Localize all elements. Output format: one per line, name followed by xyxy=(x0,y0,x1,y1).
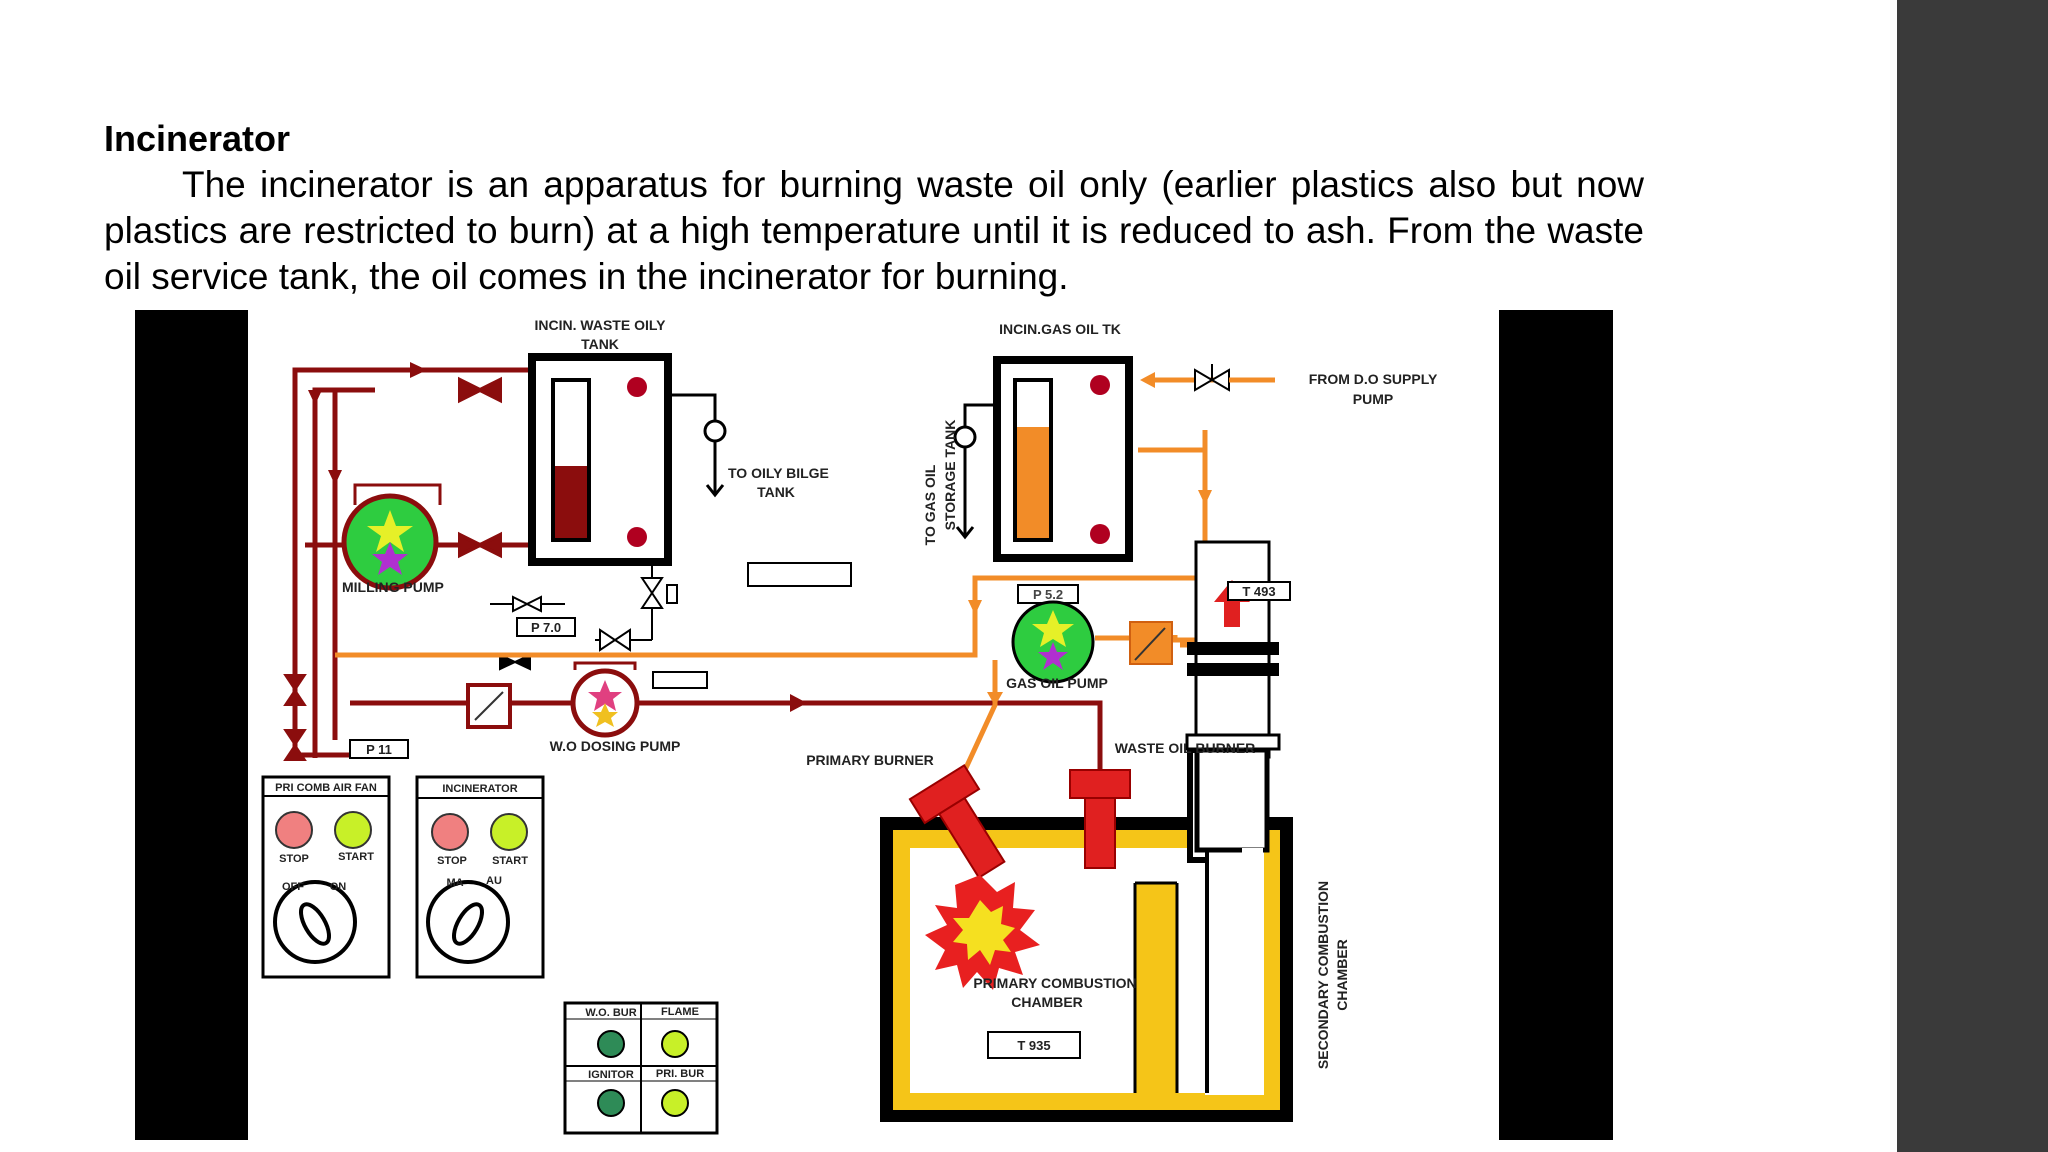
ignitor-indicator xyxy=(597,1089,625,1117)
figure-left-black-bar xyxy=(135,310,248,1140)
waste-tank-drain-valves xyxy=(490,562,678,671)
slide: Incinerator The incinerator is an appara… xyxy=(104,118,1644,1140)
incinerator-panel-title: INCINERATOR xyxy=(442,783,517,795)
p70-readout: P 7.0 xyxy=(531,620,561,635)
incinerator-ma-label: MA xyxy=(446,877,463,889)
wo-bur-indicator xyxy=(597,1030,625,1058)
waste-oil-level-fill xyxy=(555,466,587,538)
blank-readout-2 xyxy=(652,671,708,689)
milling-pump xyxy=(341,483,442,591)
flame-label: FLAME xyxy=(661,1006,699,1018)
secondary-chamber-label-2: CHAMBER xyxy=(1334,939,1350,1011)
to-bilge-label-2: TANK xyxy=(757,484,795,500)
p11-readout-box xyxy=(349,739,409,759)
slide-title: Incinerator xyxy=(104,118,291,159)
wo-dosing-pump-label: W.O DOSING PUMP xyxy=(550,738,681,754)
fan-start-button[interactable] xyxy=(334,811,372,849)
blank-readout-1 xyxy=(747,562,852,587)
t493-readout: T 493 xyxy=(1242,584,1275,599)
secondary-chamber-label: SECONDARY COMBUSTION xyxy=(1315,881,1331,1069)
fan-stop-button[interactable] xyxy=(275,811,313,849)
waste-tank-label: INCIN. WASTE OILY xyxy=(535,317,667,333)
incinerator-stop-label: STOP xyxy=(437,855,467,867)
fan-start-label: START xyxy=(338,851,374,863)
p11-readout: P 11 xyxy=(366,742,392,757)
t935-readout: T 935 xyxy=(1017,1038,1050,1053)
from-do-label: FROM D.O SUPPLY xyxy=(1309,371,1438,387)
gas-oil-pump xyxy=(1011,600,1095,684)
incinerator-start-button[interactable] xyxy=(490,813,528,851)
pri-bur-indicator xyxy=(661,1089,689,1117)
primary-burner-label: PRIMARY BURNER xyxy=(806,752,934,768)
p70-readout-box xyxy=(516,617,576,637)
incinerator-control-panel xyxy=(415,775,545,979)
indicator-panel xyxy=(563,1001,719,1135)
waste-tank-label-2: TANK xyxy=(581,336,619,352)
to-bilge-label: TO OILY BILGE xyxy=(728,465,829,481)
fan-off-label: OFF xyxy=(282,881,304,893)
incinerator-start-label: START xyxy=(492,855,528,867)
to-storage-label: TO GAS OIL xyxy=(922,464,938,545)
waste-oil-burner-label: WASTE OIL BURNER xyxy=(1115,740,1256,756)
gas-oil-pump-label: GAS OIL PUMP xyxy=(1006,675,1108,691)
primary-chamber-label-2: CHAMBER xyxy=(1011,994,1083,1010)
to-storage-label-2: STORAGE TANK xyxy=(942,420,958,531)
waste-valves xyxy=(283,376,502,761)
waste-oil-burner xyxy=(1069,769,1131,869)
wo-dosing-pump xyxy=(570,661,640,738)
gas-oil-level-fill xyxy=(1017,427,1049,538)
from-do-label-2: PUMP xyxy=(1353,391,1393,407)
wo-bur-label: W.O. BUR xyxy=(585,1007,636,1019)
burner-flame xyxy=(925,875,1040,990)
fan-panel-title: PRI COMB AIR FAN xyxy=(275,782,377,794)
incinerator-figure: MILLING PUMP INCIN. WASTE OILY TANK TO O… xyxy=(135,310,1613,1140)
primary-chamber-label: PRIMARY COMBUSTION xyxy=(973,975,1136,991)
fan-stop-label: STOP xyxy=(279,853,309,865)
gas-oil-tank xyxy=(993,356,1133,562)
gas-tank-label: INCIN.GAS OIL TK xyxy=(999,321,1121,337)
flame-indicator xyxy=(661,1030,689,1058)
ignitor-label: IGNITOR xyxy=(588,1069,634,1081)
fan-on-label: ON xyxy=(330,881,347,893)
bilge-drain-line xyxy=(668,393,727,498)
do-supply-valve xyxy=(1194,364,1230,392)
p52-readout: P 5.2 xyxy=(1033,587,1063,602)
presentation-sidebar xyxy=(1897,0,2048,1152)
waste-oil-piping xyxy=(292,367,1103,825)
slide-body-text: The incinerator is an apparatus for burn… xyxy=(104,164,1644,297)
primary-burner xyxy=(908,763,1006,879)
incinerator-au-label: AU xyxy=(486,875,502,887)
waste-oil-flow-arrows xyxy=(308,362,807,712)
figure-right-black-bar xyxy=(1499,310,1613,1140)
incinerator-stop-button[interactable] xyxy=(431,813,469,851)
pri-bur-label: PRI. BUR xyxy=(656,1068,704,1080)
fan-control-panel xyxy=(261,775,391,979)
t935-readout-box xyxy=(987,1031,1081,1059)
milling-pump-label: MILLING PUMP xyxy=(342,579,444,595)
t493-readout-box xyxy=(1227,581,1291,601)
gas-storage-drain-line xyxy=(953,403,997,540)
flue-stack xyxy=(1185,540,1281,853)
incinerator-diagram: MILLING PUMP INCIN. WASTE OILY TANK TO O… xyxy=(261,317,1438,1135)
waste-oil-tank xyxy=(528,353,672,566)
